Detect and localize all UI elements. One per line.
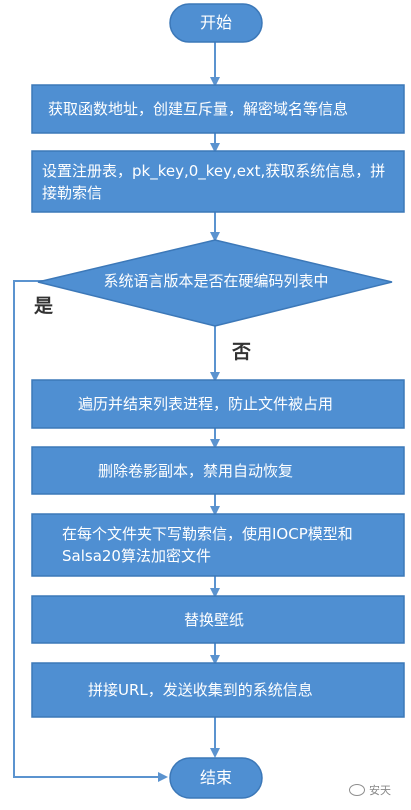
step4-box (31, 446, 405, 495)
start-terminal (169, 3, 263, 43)
step6-label: 替换壁纸 (184, 610, 245, 629)
step3-label: 遍历并结束列表进程，防止文件被占用 (78, 395, 334, 413)
step7-box (31, 662, 405, 718)
step3-box (31, 379, 405, 429)
end-label: 结束 (199, 768, 232, 787)
step7-label: 拼接URL，发送收集到的系统信息 (88, 681, 313, 699)
step2-label: 设置注册表，pk_key,0_key,ext,获取系统信息，拼接勒索信 (42, 161, 386, 202)
step1-label: 获取函数地址，创建互斥量，解密域名等信息 (48, 100, 349, 118)
decision-diamond (37, 239, 393, 327)
yes-label: 是 (34, 295, 54, 317)
watermark-text: 安天 (369, 784, 391, 797)
step5-box (31, 513, 405, 577)
step4-label: 删除卷影副本，禁用自动恢复 (98, 461, 294, 480)
decision-label: 系统语言版本是否在硬编码列表中 (103, 272, 329, 290)
wechat-icon (349, 784, 365, 796)
step2-box (31, 150, 405, 213)
watermark: 安天 (349, 782, 391, 798)
step5-label: 在每个文件夹下写勒索信，使用IOCP模型和Salsa20算法加密文件 (62, 525, 353, 565)
end-terminal (169, 757, 263, 799)
step6-box (31, 595, 405, 644)
start-label: 开始 (199, 13, 232, 32)
step1-box (31, 84, 405, 134)
no-label: 否 (232, 341, 252, 363)
